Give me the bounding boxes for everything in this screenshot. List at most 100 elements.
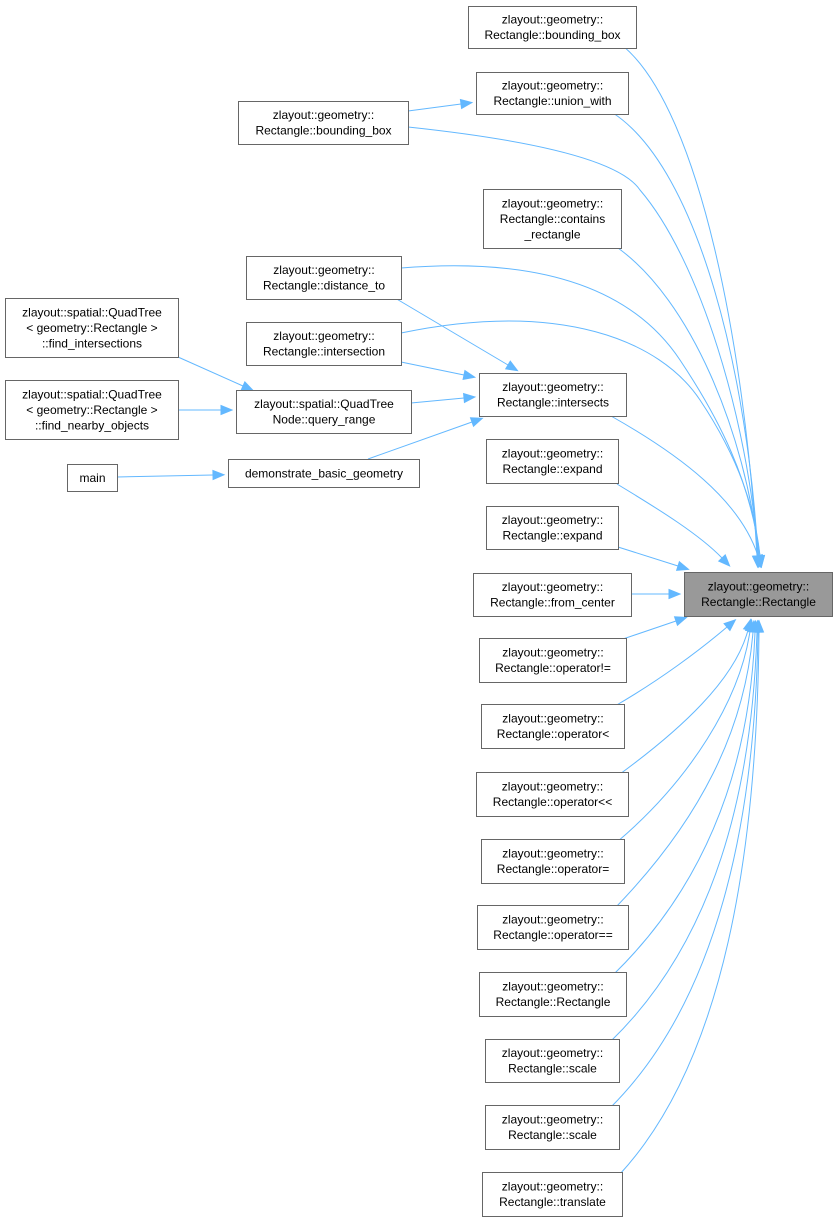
edge-bbox_c1-to-focus	[622, 45, 763, 569]
edge-line	[177, 356, 244, 387]
node-label-line: Rectangle::Rectangle	[496, 995, 611, 1009]
node-op-eq[interactable]: zlayout::geometry::Rectangle::operator==	[477, 905, 629, 950]
node-intersection[interactable]: zlayout::geometry::Rectangle::intersecti…	[246, 322, 402, 366]
node-label-line: zlayout::geometry::	[502, 913, 603, 927]
edge-distance_to-to-intersects	[394, 297, 519, 372]
edge-line	[410, 397, 465, 404]
edge-op_lt-to-focus	[614, 619, 737, 707]
arrowhead-icon	[469, 417, 484, 428]
node-label-line: zlayout::geometry::	[502, 513, 603, 527]
edge-qt_find_nearby-to-qtn_query	[178, 404, 234, 416]
edge-line	[400, 361, 465, 376]
node-label-line: Rectangle::operator<	[497, 727, 609, 741]
node-label-line: zlayout::geometry::	[502, 1180, 603, 1194]
node-label-line: Rectangle::bounding_box	[255, 124, 391, 138]
edge-intersects-to-focus	[610, 415, 763, 568]
node-op-ne[interactable]: zlayout::geometry::Rectangle::operator!=	[479, 638, 627, 683]
node-label-line: zlayout::geometry::	[708, 580, 809, 594]
node-label-line: zlayout::geometry::	[502, 780, 603, 794]
node-label-line: Rectangle::bounding_box	[484, 28, 620, 42]
node-box	[479, 972, 627, 1017]
node-intersects[interactable]: zlayout::geometry::Rectangle::intersects	[479, 373, 627, 417]
node-op-shl[interactable]: zlayout::geometry::Rectangle::operator<<	[476, 772, 629, 817]
node-op-assign[interactable]: zlayout::geometry::Rectangle::operator=	[481, 839, 625, 884]
edge-expand2-to-focus	[617, 546, 690, 571]
nodes-layer: zlayout::geometry::Rectangle::Rectanglez…	[5, 6, 833, 1217]
node-demo-basic[interactable]: demonstrate_basic_geometry	[228, 459, 420, 488]
node-box	[476, 72, 629, 115]
node-box	[228, 459, 420, 488]
node-label-line: Rectangle::distance_to	[263, 279, 385, 293]
node-bbox-c1[interactable]: zlayout::geometry::Rectangle::bounding_b…	[468, 6, 637, 49]
node-box	[238, 101, 409, 145]
edge-line	[616, 630, 751, 843]
node-qt-find-nearby[interactable]: zlayout::spatial::QuadTree< geometry::Re…	[5, 380, 179, 440]
node-label-line: zlayout::geometry::	[273, 329, 374, 343]
arrowhead-icon	[673, 616, 688, 627]
node-label-line: _rectangle	[523, 227, 580, 241]
node-union-with[interactable]: zlayout::geometry::Rectangle::union_with	[476, 72, 629, 115]
node-ctor[interactable]: zlayout::geometry::Rectangle::Rectangle	[479, 972, 627, 1017]
node-label-line: zlayout::geometry::	[502, 1113, 603, 1127]
node-expand1[interactable]: zlayout::geometry::Rectangle::expand	[486, 439, 619, 484]
node-box	[485, 1105, 620, 1150]
node-main[interactable]: main	[67, 464, 118, 492]
node-label-line: Rectangle::intersection	[263, 345, 385, 359]
node-expand2[interactable]: zlayout::geometry::Rectangle::expand	[486, 506, 619, 550]
edge-op_eq-to-focus	[615, 619, 759, 908]
node-box	[246, 256, 402, 300]
node-label-line: Rectangle::scale	[508, 1128, 597, 1142]
edge-scale1-to-focus	[610, 619, 763, 1042]
edge-union_with-to-focus	[612, 112, 764, 569]
node-label-line: zlayout::geometry::	[502, 847, 603, 861]
node-distance-to[interactable]: zlayout::geometry::Rectangle::distance_t…	[246, 256, 402, 300]
node-from-center[interactable]: zlayout::geometry::Rectangle::from_cente…	[473, 573, 632, 617]
node-box	[5, 298, 179, 358]
edge-expand1-to-focus	[616, 483, 731, 567]
edge-line	[616, 483, 723, 559]
node-scale2[interactable]: zlayout::geometry::Rectangle::scale	[485, 1105, 620, 1150]
arrowhead-icon	[675, 560, 690, 571]
node-scale1[interactable]: zlayout::geometry::Rectangle::scale	[485, 1039, 620, 1083]
edge-intersection-to-intersects	[400, 361, 477, 381]
edge-line	[622, 45, 758, 557]
node-label-line: zlayout::spatial::QuadTree	[254, 397, 394, 411]
node-translate[interactable]: zlayout::geometry::Rectangle::translate	[482, 1172, 623, 1217]
node-label-line: zlayout::geometry::	[502, 380, 603, 394]
node-box	[684, 572, 833, 617]
node-label-line: demonstrate_basic_geometry	[245, 466, 403, 480]
edge-line	[614, 626, 728, 707]
edge-line	[610, 631, 758, 1042]
arrowhead-icon	[723, 619, 737, 632]
node-box	[479, 638, 627, 683]
edge-qtn_query-to-intersects	[410, 392, 477, 404]
node-qt-find-inter[interactable]: zlayout::spatial::QuadTree< geometry::Re…	[5, 298, 179, 358]
node-label-line: zlayout::geometry::	[502, 13, 603, 27]
arrowhead-icon	[459, 98, 474, 110]
edge-line	[407, 103, 462, 112]
node-op-lt[interactable]: zlayout::geometry::Rectangle::operator<	[481, 704, 625, 749]
node-box	[468, 6, 637, 49]
node-label-line: ::find_intersections	[42, 336, 142, 350]
node-bbox-c2[interactable]: zlayout::geometry::Rectangle::bounding_b…	[238, 101, 409, 145]
node-box	[473, 573, 632, 617]
edge-op_assign-to-focus	[616, 618, 756, 843]
node-contains-rect[interactable]: zlayout::geometry::Rectangle::contains_r…	[483, 189, 622, 249]
node-qtn-query[interactable]: zlayout::spatial::QuadTreeNode::query_ra…	[236, 390, 412, 434]
arrowhead-icon	[753, 619, 765, 633]
edge-translate-to-focus	[619, 619, 765, 1175]
arrowhead-icon	[752, 553, 763, 568]
arrowhead-icon	[717, 554, 731, 567]
node-label-line: Rectangle::expand	[502, 529, 602, 543]
node-label-line: < geometry::Rectangle >	[26, 321, 157, 335]
edge-line	[617, 546, 679, 567]
node-label-line: Rectangle::Rectangle	[701, 595, 816, 609]
edge-line	[613, 631, 756, 975]
node-label-line: < geometry::Rectangle >	[26, 403, 157, 417]
node-label-line: zlayout::geometry::	[502, 580, 603, 594]
node-label-line: main	[79, 471, 105, 485]
node-box	[482, 1172, 623, 1217]
node-label-line: Rectangle::union_with	[493, 94, 611, 108]
edge-line	[612, 112, 759, 557]
